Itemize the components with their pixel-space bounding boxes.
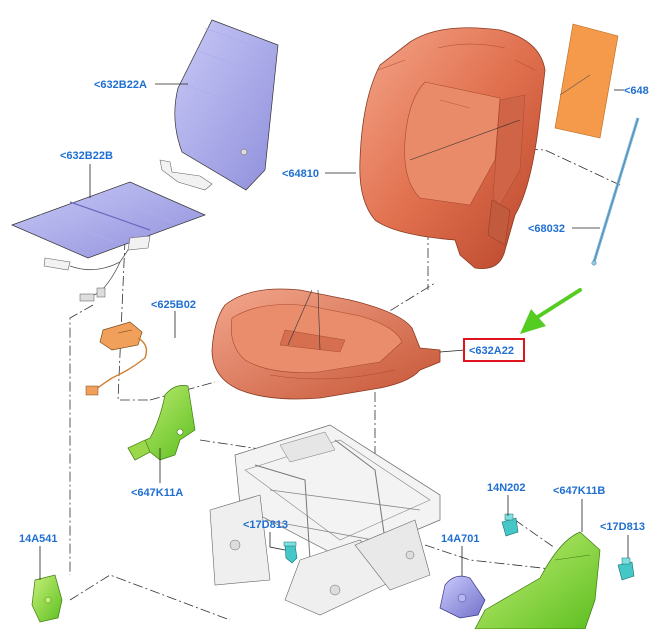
label-64810[interactable]: <64810 <box>282 168 319 180</box>
bolt-14n202[interactable] <box>501 513 519 537</box>
label-14a701[interactable]: 14A701 <box>441 533 480 545</box>
seat-frame-track[interactable] <box>209 424 441 616</box>
heater-module-harness[interactable] <box>85 321 148 396</box>
label-68032[interactable]: <68032 <box>528 223 565 235</box>
label-647k11b[interactable]: <647K11B <box>553 485 605 497</box>
label-14a541[interactable]: 14A541 <box>19 533 58 545</box>
highlight-box <box>463 338 525 362</box>
label-17d813-left[interactable]: <17D813 <box>243 519 288 531</box>
leader-lines <box>39 83 629 580</box>
seat-cushion-foam[interactable] <box>211 288 441 400</box>
label-14n202[interactable]: 14N202 <box>487 482 526 494</box>
label-632a22[interactable]: <632A22 <box>469 345 514 357</box>
label-17d813-right[interactable]: <17D813 <box>600 521 645 533</box>
orange-pad[interactable] <box>554 23 619 139</box>
label-647k11a[interactable]: <647K11A <box>131 487 183 499</box>
label-625b02[interactable]: <625B02 <box>151 299 196 311</box>
part-14a541[interactable] <box>31 574 63 623</box>
bolt-17d813-right[interactable] <box>617 557 635 581</box>
support-rod[interactable] <box>591 117 640 266</box>
seat-back-foam[interactable] <box>359 27 546 269</box>
part-labels: <632B22A <632B22B <625B02 <647K11A <17D8… <box>19 79 649 545</box>
label-648[interactable]: <648 <box>624 85 649 97</box>
part-14a701[interactable] <box>439 575 486 619</box>
seat-back-panel[interactable] <box>159 19 279 191</box>
right-side-shield[interactable] <box>474 531 601 629</box>
seat-heater-mat[interactable] <box>11 181 206 302</box>
pointer-arrow <box>520 288 582 334</box>
label-632b22b[interactable]: <632B22B <box>60 150 113 162</box>
bolt-17d813-left[interactable] <box>283 541 298 564</box>
left-side-shield[interactable] <box>127 385 196 461</box>
label-632b22a[interactable]: <632B22A <box>94 79 147 91</box>
